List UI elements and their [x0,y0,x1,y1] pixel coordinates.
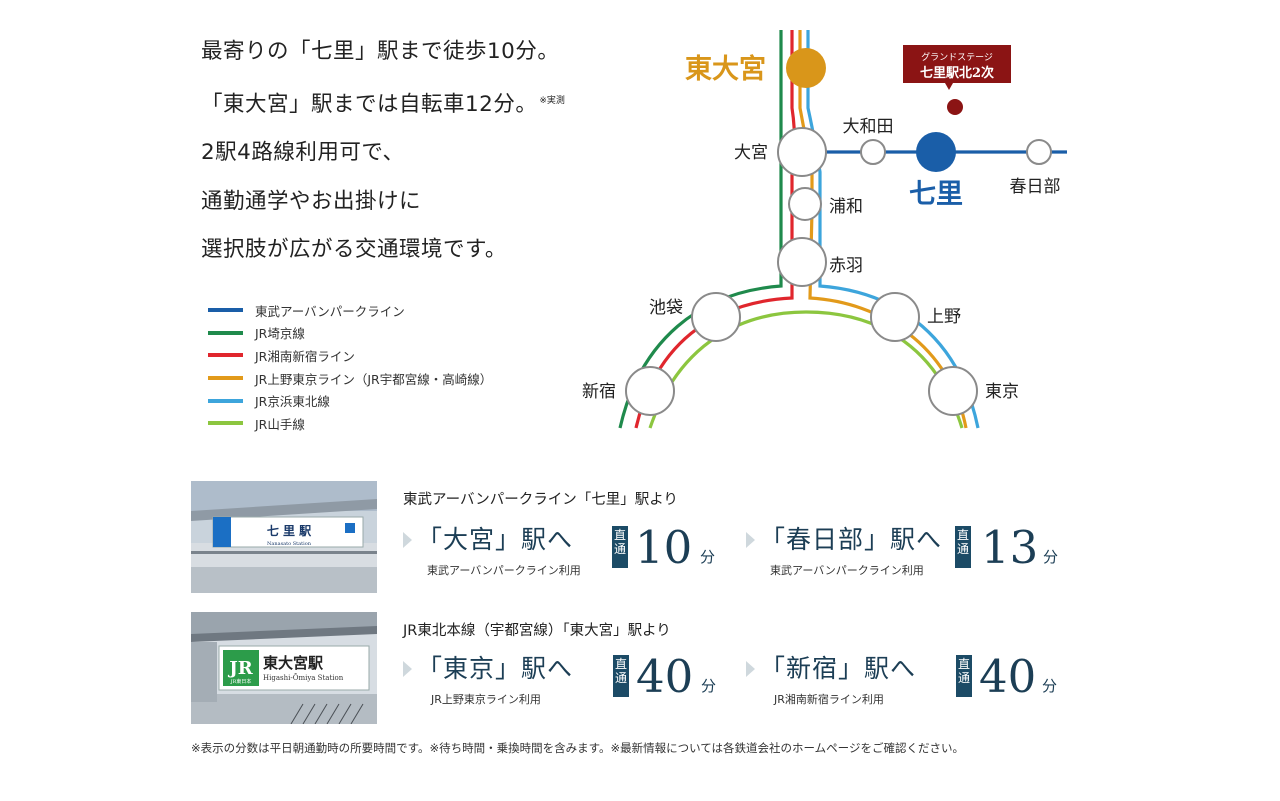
legend-swatch [208,308,243,313]
legend-label: JR埼京線 [255,326,305,342]
destination-name: 「大宮」駅へ [417,525,574,554]
arrow-icon [746,532,755,548]
legend-swatch [208,398,243,403]
higashi-omiya-sign-sub: Higashi-Ōmiya Station [263,673,344,682]
minutes-unit: 分 [701,677,717,695]
travel-minutes: 40 [979,650,1037,703]
property-location-marker [947,99,963,115]
station-label-omiya: 大宮 [734,143,768,163]
legend-item: 東武アーバンパークライン [208,299,492,322]
line-legend: 東武アーバンパークライン JR埼京線 JR湘南新宿ライン JR上野東京ライン（J… [208,299,492,435]
arrow-icon [403,532,412,548]
direct-badge: 直通 [613,655,629,697]
direct-badge: 直通 [956,655,972,697]
station-higashi-omiya-marker [786,48,826,88]
nanasato-station-photo: 七 里 駅 Nanasato Station [191,481,377,593]
legend-label: JR京浜東北線 [255,394,330,410]
intro-line: 2駅4路線利用可で、 [201,140,405,166]
destination-name: 「東京」駅へ [417,654,574,683]
intro-line: 通勤通学やお出掛けに [201,188,422,214]
direct-badge: 直通 [955,526,971,568]
minutes-unit: 分 [1043,548,1059,566]
destination-via: JR湘南新宿ライン利用 [774,693,884,706]
legend-label: JR湘南新宿ライン [255,348,355,364]
route-map: グランドステージ 七里駅北2次 東大宮 七里 大宮 大和田 春日部 浦和 赤羽 … [582,30,1067,429]
destination-tokyo: 「東京」駅へ JR上野東京ライン利用 直通 40 分 [403,651,733,711]
footnote: ※表示の分数は平日朝通勤時の所要時間です。※待ち時間・乗換時間を含みます。※最新… [191,741,964,755]
station-label-ueno: 上野 [927,307,961,327]
station-label-tokyo: 東京 [985,382,1019,402]
yamanote-line [648,310,964,429]
legend-swatch [208,376,243,381]
nanasato-sign-main: 七 里 駅 [267,523,312,538]
property-name-line1: グランドステージ [921,51,993,63]
legend-label: 東武アーバンパークライン [255,303,405,319]
jr-logo-text: JR [227,658,254,679]
travel-minutes: 10 [635,521,693,574]
destination-omiya: 「大宮」駅へ 東武アーバンパークライン利用 直通 10 分 [403,522,733,582]
property-label-pointer [945,83,953,90]
intro-line: 「東大宮」駅までは自転車12分。※実測 [201,91,565,117]
destination-name: 「春日部」駅へ [760,525,943,554]
property-name-line2: 七里駅北2次 [920,65,994,81]
legend-item: JR湘南新宿ライン [208,344,492,367]
station-kasukabe-marker [1026,139,1052,165]
legend-item: JR埼京線 [208,322,492,345]
legend-item: JR上野東京ライン（JR宇都宮線・高崎線） [208,367,492,390]
station-omiya-marker [777,127,827,177]
travel-minutes: 13 [981,521,1039,574]
intro-line: 最寄りの「七里」駅まで徒歩10分。 [201,39,560,64]
travel-minutes: 40 [636,650,694,703]
station-label-owada: 大和田 [843,117,894,137]
station-label-kasukabe: 春日部 [1010,177,1061,197]
station-urawa-marker [788,187,822,221]
legend-swatch [208,330,243,335]
higashi-omiya-station-photo: JR JR東日本 東大宮駅 Higashi-Ōmiya Station [191,612,377,724]
legend-swatch [208,353,243,358]
station-shinjuku-marker [625,366,675,416]
destination-kasukabe: 「春日部」駅へ 東武アーバンパークライン利用 直通 13 分 [746,522,1076,582]
station-ueno-marker [870,292,920,342]
nanasato-sign-sub: Nanasato Station [267,541,312,547]
station-label-akabane: 赤羽 [829,256,863,276]
intro-line: 選択肢が広がる交通環境です。 [201,237,507,263]
minutes-unit: 分 [700,548,716,566]
station-label-urawa: 浦和 [829,197,863,217]
destination-name: 「新宿」駅へ [760,654,917,683]
property-label-box [903,45,1011,83]
station-label-ikebukuro: 池袋 [649,298,683,318]
legend-label: JR山手線 [255,416,305,432]
intro-note: ※実測 [539,95,565,106]
legend-item: JR京浜東北線 [208,389,492,412]
legend-item: JR山手線 [208,412,492,435]
station-akabane-marker [777,237,827,287]
legend-swatch [208,421,243,426]
station-label-shinjuku: 新宿 [582,382,616,402]
destination-via: JR上野東京ライン利用 [431,693,541,706]
higashi-omiya-sign-main: 東大宮駅 [263,654,324,672]
minutes-unit: 分 [1042,677,1058,695]
station-nanasato-marker [916,132,956,172]
direct-badge: 直通 [612,526,628,568]
station-owada-marker [860,139,886,165]
arrow-icon [746,661,755,677]
station-ikebukuro-marker [691,292,741,342]
intro-text: 最寄りの「七里」駅まで徒歩10分。 「東大宮」駅までは自転車12分。※実測 2駅… [201,28,565,275]
destination-shinjuku: 「新宿」駅へ JR湘南新宿ライン利用 直通 40 分 [746,651,1076,711]
station-label-higashi-omiya: 東大宮 [685,53,766,85]
station-tokyo-marker [928,366,978,416]
destination-via: 東武アーバンパークライン利用 [427,564,581,577]
destination-via: 東武アーバンパークライン利用 [770,564,924,577]
route-title: JR東北本線（宇都宮線）「東大宮」駅より [403,623,671,639]
legend-label: JR上野東京ライン（JR宇都宮線・高崎線） [255,371,493,387]
route-title: 東武アーバンパークライン「七里」駅より [403,492,678,508]
jr-logo-subtext: JR東日本 [230,678,252,685]
utsunomiya-line [798,30,968,429]
arrow-icon [403,661,412,677]
station-label-nanasato: 七里 [909,179,963,210]
